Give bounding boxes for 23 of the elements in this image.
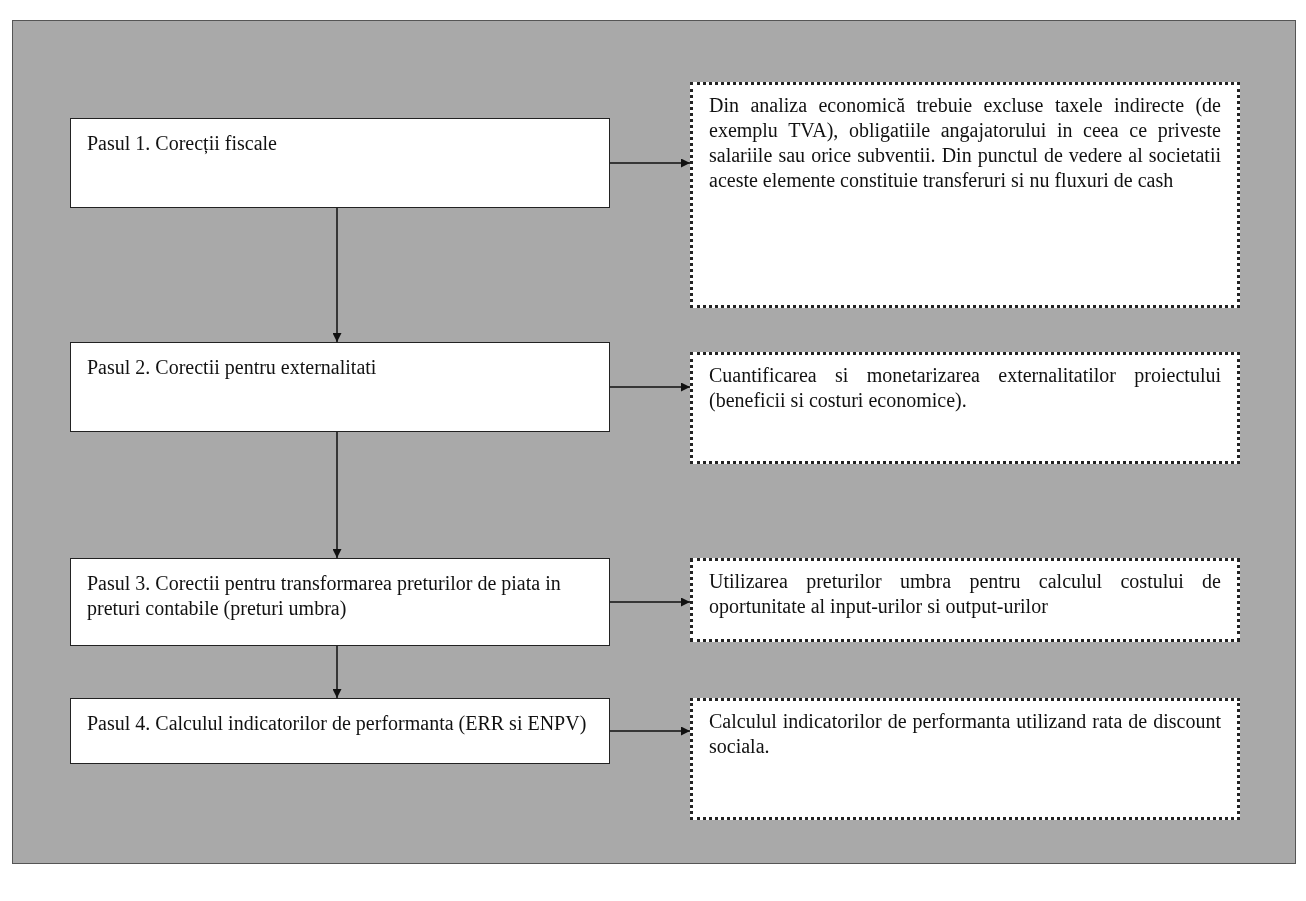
step-box (70, 342, 610, 432)
step-title: Pasul 2. Corectii pentru externalitati (87, 355, 378, 380)
note-text: Calculul indicatorilor de performanta utilizand rata de discount sociala. (709, 709, 1221, 759)
step-box (70, 558, 610, 646)
arrow (609, 726, 691, 736)
note-box (690, 698, 1240, 820)
arrow (609, 158, 691, 168)
note-box (690, 82, 1240, 308)
arrow (332, 645, 342, 699)
step-box (70, 118, 610, 208)
note-text: Cuantificarea si monetarizarea externalitatilor proiectului (beneficii si costuri economice). (709, 363, 1221, 413)
note-box (690, 558, 1240, 642)
step-title: Pasul 1. Corecții fiscale (87, 131, 278, 156)
note-text: Din analiza economică trebuie excluse taxele indirecte (de exemplu TVA), obligatiile angajatorului in ceea ce priveste salariile sau orice subventii. Din punctul de vedere al societatii aceste elemente constituie transferuri si nu fluxuri de cash (709, 93, 1221, 193)
note-text: Utilizarea preturilor umbra pentru calculul costului de oportunitate al input-urilor si output-urilor (709, 569, 1221, 619)
step-title: Pasul 4. Calculul indicatorilor de performanta (ERR si ENPV) (87, 711, 588, 736)
arrow (609, 382, 691, 392)
arrow (332, 431, 342, 559)
step-title: Pasul 3. Corectii pentru transformarea preturilor de piata in preturi contabile (preturi umbra) (87, 571, 562, 621)
step-box (70, 698, 610, 764)
arrow (609, 597, 691, 607)
note-box (690, 352, 1240, 464)
arrow (332, 207, 342, 343)
